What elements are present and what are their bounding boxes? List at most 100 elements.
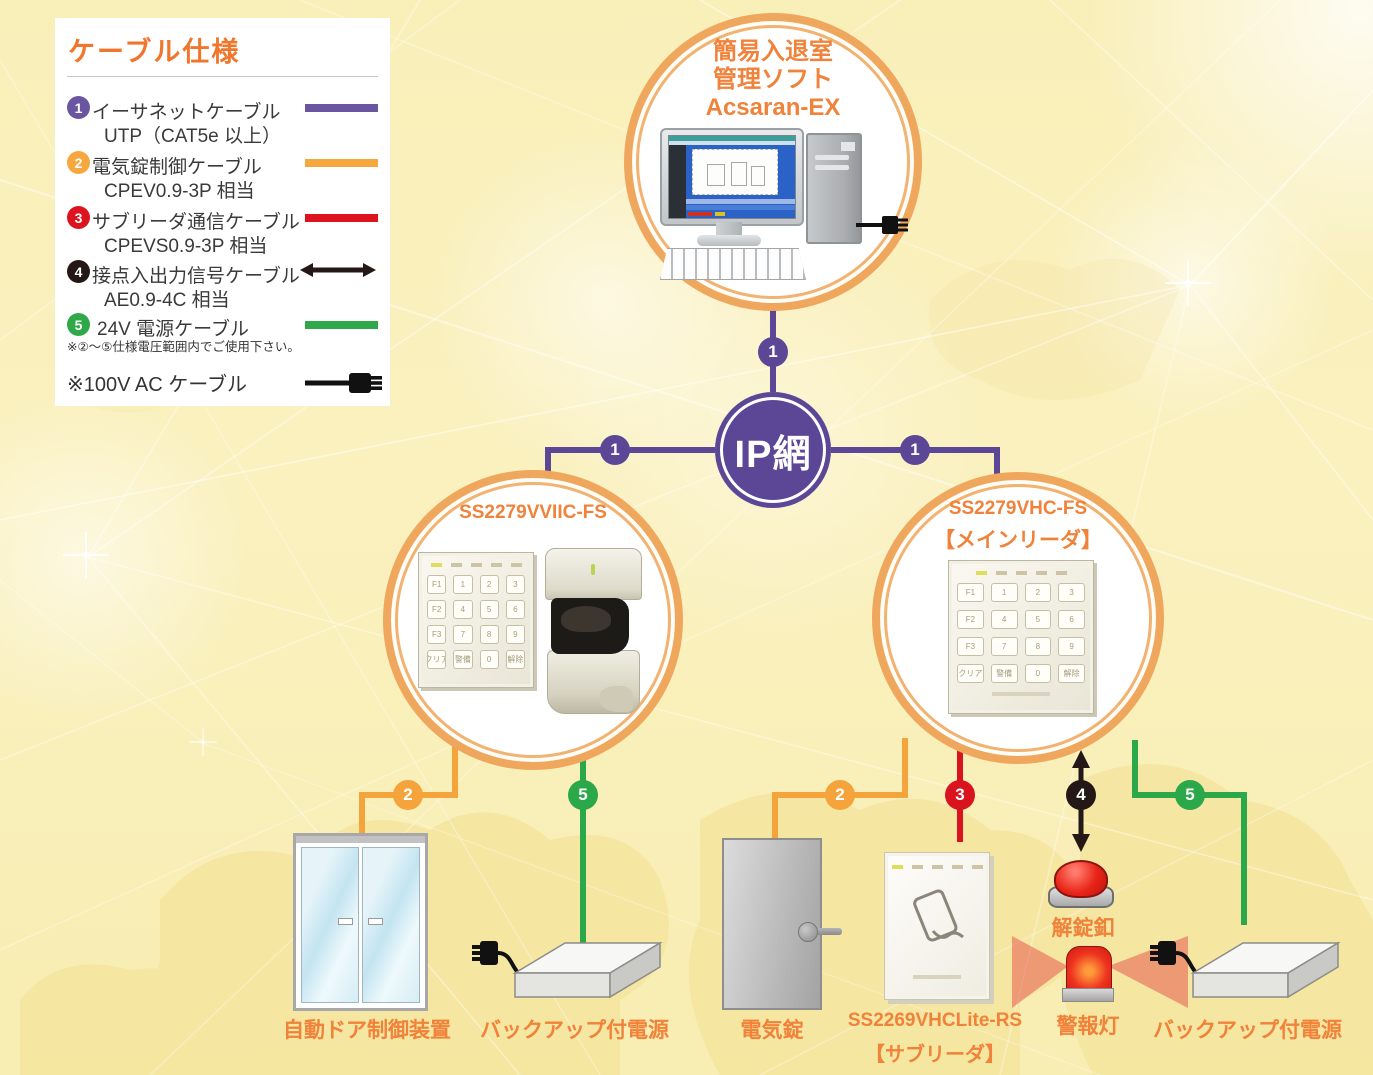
monitor-base	[697, 235, 761, 246]
badge-ip-to-left: 1	[600, 435, 630, 465]
main-reader-node	[872, 472, 1164, 764]
alarm-light-label: 警報灯	[1056, 1015, 1120, 1038]
keypad-key-F3: F3	[427, 625, 447, 644]
keypad-key-2: 2	[479, 575, 499, 594]
keypad-key-1: 1	[453, 575, 473, 594]
keypad-key-0: 0	[1024, 664, 1052, 683]
door-glass-left	[301, 847, 359, 1003]
keypad-key-クリア: クリア	[427, 650, 447, 669]
legend-item-spec: AE0.9-4C 相当	[104, 290, 230, 311]
software-title-line2: 管理ソフト	[713, 66, 833, 93]
software-node-title: 簡易入退室 管理ソフト Acsaran-EX	[624, 38, 922, 122]
sparkle-decoration	[82, 551, 90, 559]
subreader-indicators	[885, 865, 989, 869]
keypad-key-6: 6	[1058, 610, 1085, 629]
keypad-key-6: 6	[505, 600, 525, 619]
software-title-line3: Acsaran-EX	[705, 94, 841, 121]
legend-item-spec: CPEVS0.9-3P 相当	[104, 236, 268, 257]
monitor-stand	[716, 222, 742, 237]
electric-lock-device	[722, 838, 842, 1010]
ethernet-cable-swatch	[305, 104, 378, 112]
legend-item-subreader-comm: 3 サブリーダ通信ケーブル CPEVS0.9-3P 相当	[67, 205, 378, 257]
keypad-key-8: 8	[1024, 637, 1052, 656]
power-cable-swatch	[305, 321, 378, 329]
cable-left-power	[580, 752, 586, 945]
keypad-key-3: 3	[505, 575, 525, 594]
subreader-cable-swatch	[305, 214, 378, 222]
electric-lock-label: 電気錠	[740, 1019, 804, 1042]
legend-badge-5: 5	[67, 313, 90, 336]
ac-plug-icon	[305, 373, 382, 393]
keypad-key-F2: F2	[427, 600, 447, 619]
legend-ac-label: ※100V AC ケーブル	[67, 374, 248, 396]
legend-badge-2: 2	[67, 151, 90, 174]
software-screen	[668, 135, 796, 219]
keypad-key-7: 7	[990, 637, 1018, 656]
cable-right-power-v2	[1241, 792, 1247, 925]
backup-psu-right-label: バックアップ付電源	[1153, 1019, 1342, 1042]
legend-badge-3: 3	[67, 206, 90, 229]
legend-item-name: イーサネットケーブル	[92, 102, 281, 123]
keypad-indicators	[957, 571, 1085, 575]
cable-spec-legend: ケーブル仕様 1 イーサネットケーブル UTP（CAT5e 以上） 2 電気錠制…	[55, 18, 390, 406]
legend-item-contact-io: 4 接点入出力信号ケーブル AE0.9-4C 相当	[67, 259, 378, 311]
keypad-key-解除: 解除	[505, 650, 525, 669]
keypad-key-警備: 警備	[990, 664, 1018, 683]
keypad-key-9: 9	[505, 625, 525, 644]
badge-right-power-cable: 5	[1175, 780, 1205, 810]
cable-lock-v2	[772, 792, 778, 840]
sub-reader-device	[884, 852, 990, 1000]
unlock-button-label: 解錠釦	[1051, 917, 1115, 940]
legend-item-24v-power: 5 24V 電源ケーブル	[67, 312, 378, 362]
legend-item-name: 電気錠制御ケーブル	[92, 157, 262, 178]
legend-item-spec: UTP（CAT5e 以上）	[104, 126, 282, 147]
legend-badge-4: 4	[67, 260, 90, 283]
keypad-key-0: 0	[479, 650, 499, 669]
legend-badge-1: 1	[67, 96, 90, 119]
card-swipe-icon	[913, 889, 964, 942]
keypad-key-4: 4	[990, 610, 1018, 629]
keypad-key-クリア: クリア	[957, 664, 984, 683]
keypad-key-7: 7	[453, 625, 473, 644]
door-knob	[798, 922, 818, 942]
computer-monitor	[660, 128, 804, 226]
keypad-key-2: 2	[1024, 583, 1052, 602]
keypad-key-警備: 警備	[453, 650, 473, 669]
power-plug-icon	[856, 216, 908, 234]
sparkle-decoration	[200, 739, 206, 745]
main-reader-model: SS2279VHC-FS	[948, 498, 1088, 519]
legend-item-name: 24V 電源ケーブル	[97, 319, 249, 340]
main-reader-role: 【メインリーダ】	[934, 529, 1102, 552]
door-lever	[810, 928, 842, 935]
left-reader-model: SS2279VVIIC-FS	[459, 502, 607, 523]
badge-left-door-cable: 2	[393, 780, 423, 810]
legend-item-name: サブリーダ通信ケーブル	[92, 212, 300, 233]
badge-ip-to-right: 1	[900, 435, 930, 465]
keypad-key-4: 4	[453, 600, 473, 619]
vein-scanner-device	[545, 548, 642, 714]
cable-left-door-v2	[359, 792, 365, 836]
keypad-key-5: 5	[479, 600, 499, 619]
legend-item-ethernet: 1 イーサネットケーブル UTP（CAT5e 以上）	[67, 95, 378, 147]
lock-control-cable-swatch	[305, 159, 378, 167]
scanner-led	[591, 564, 595, 575]
auto-door-label: 自動ドア制御装置	[283, 1019, 451, 1042]
badge-right-lock-cable: 2	[825, 780, 855, 810]
keypad-key-F2: F2	[957, 610, 984, 629]
sub-reader-model-label: SS2269VHCLite-RS	[847, 1010, 1023, 1031]
legend-item-spec: CPEV0.9-3P 相当	[104, 181, 255, 202]
computer-tower	[806, 133, 862, 244]
sub-reader-role-label: 【サブリーダ】	[865, 1044, 1005, 1066]
legend-note: ※②～⑤仕様電圧範囲内でご使用下さい。	[67, 340, 300, 354]
backup-psu-right-device	[1150, 941, 1341, 999]
backup-psu-left-label: バックアップ付電源	[480, 1019, 669, 1042]
keypad-indicators	[427, 563, 525, 567]
badge-left-power-cable: 5	[568, 780, 598, 810]
backup-psu-left-device	[472, 941, 663, 999]
badge-subreader-cable: 3	[945, 780, 975, 810]
keypad-key-9: 9	[1058, 637, 1085, 656]
